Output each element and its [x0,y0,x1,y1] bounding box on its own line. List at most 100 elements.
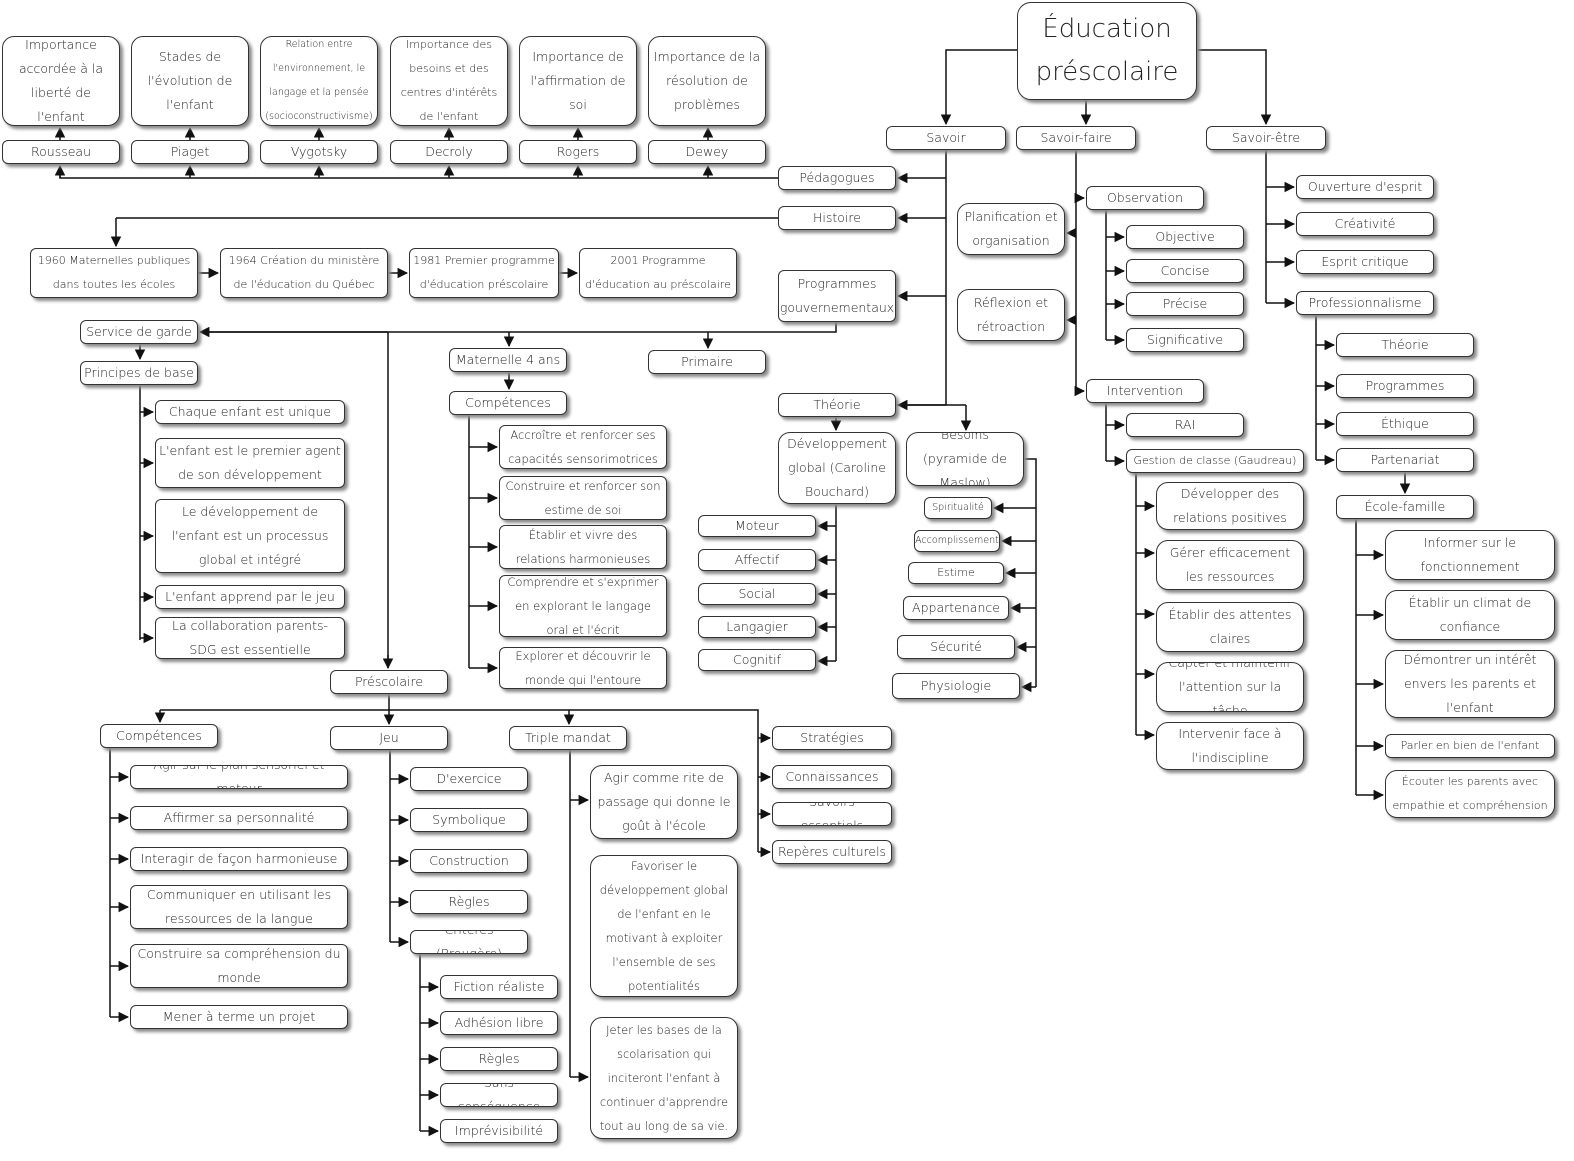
node-savoir-etre[interactable]: Savoir-être [1206,126,1326,150]
node-pf-ethique[interactable]: Éthique [1336,412,1474,436]
node-pr2[interactable]: L'enfant est le premier agent de son dév… [155,438,345,488]
node-j1[interactable]: D'exercice [410,767,528,791]
node-b2[interactable]: Accomplissement [914,530,1000,552]
node-observation[interactable]: Observation [1086,186,1204,210]
node-gestion[interactable]: Gestion de classe (Gaudreau) [1126,449,1304,473]
node-professionnalisme[interactable]: Professionnalisme [1296,291,1434,315]
node-partenariat[interactable]: Partenariat [1336,448,1474,472]
node-ef2[interactable]: Établir un climat de confiance [1385,590,1555,640]
node-pr4[interactable]: L'enfant apprend par le jeu [155,585,345,609]
node-p-vygotsky-idea[interactable]: Relation entre l'environnement, le langa… [260,36,378,126]
node-pr3[interactable]: Le développement de l'enfant est un proc… [155,499,345,573]
node-rogers[interactable]: Rogers [519,140,637,164]
node-tm1[interactable]: Agir comme rite de passage qui donne le … [590,765,738,839]
node-pc6[interactable]: Mener à terme un projet [130,1005,348,1029]
node-b1[interactable]: Spiritualité [924,497,992,519]
node-pc2[interactable]: Affirmer sa personnalité [130,806,348,830]
node-g2[interactable]: Gérer efficacement les ressources [1156,540,1304,590]
node-c3[interactable]: Règles [440,1047,558,1071]
node-pc5[interactable]: Construire sa compréhension du monde [130,944,348,988]
node-ef3[interactable]: Démontrer un intérêt envers les parents … [1385,650,1555,718]
node-p-rogers-idea[interactable]: Importance de l'affirmation de soi [519,36,637,126]
node-j2[interactable]: Symbolique [410,808,528,832]
node-prescolaire[interactable]: Préscolaire [330,670,448,694]
node-p-decroly-idea[interactable]: Importance des besoins et des centres d'… [390,36,508,126]
node-root[interactable]: Éducation préscolaire [1017,2,1197,100]
node-pr5[interactable]: La collaboration parents-SDG est essenti… [155,617,345,659]
node-ef5[interactable]: Écouter les parents avec empathie et com… [1385,770,1555,818]
node-h1964[interactable]: 1964 Création du ministère de l'éducatio… [220,248,388,298]
node-h2001[interactable]: 2001 Programme d'éducation au préscolair… [579,248,737,298]
node-d3[interactable]: Social [698,583,816,605]
node-maternelle4[interactable]: Maternelle 4 ans [449,348,567,372]
node-b4[interactable]: Appartenance [903,596,1009,620]
node-tm2[interactable]: Favoriser le développement global de l'e… [590,855,738,997]
node-j3[interactable]: Construction [410,849,528,873]
node-pedagogues[interactable]: Pédagogues [778,166,896,190]
node-primaire[interactable]: Primaire [648,350,766,374]
node-g1[interactable]: Développer des relations positives [1156,482,1304,530]
node-o3[interactable]: Précise [1126,292,1244,316]
node-service-garde[interactable]: Service de garde [80,320,198,344]
node-pr1[interactable]: Chaque enfant est unique [155,400,345,424]
node-mc4[interactable]: Comprendre et s'exprimer en explorant le… [499,575,667,637]
node-pc1[interactable]: Agir sur le plan sensoriel et moteur [130,765,348,789]
node-triple-mandat[interactable]: Triple mandat [509,726,627,750]
node-mc5[interactable]: Explorer et découvrir le monde qui l'ent… [499,647,667,689]
node-c2[interactable]: Adhésion libre [440,1011,558,1035]
node-reperes[interactable]: Repères culturels [772,840,892,864]
node-g4[interactable]: Capter et maintenir l'attention sur la t… [1156,662,1304,712]
node-d4[interactable]: Langagier [698,616,816,638]
node-decroly[interactable]: Decroly [390,140,508,164]
node-jeu[interactable]: Jeu [330,726,448,750]
node-dewey[interactable]: Dewey [648,140,766,164]
node-connaissances[interactable]: Connaissances [772,765,892,789]
node-dev-global[interactable]: Développement global (Caroline Bouchard) [778,432,896,504]
node-pc3[interactable]: Interagir de façon harmonieuse [130,847,348,871]
node-rai[interactable]: RAI [1126,413,1244,437]
node-b3[interactable]: Estime [908,562,1004,584]
node-d1[interactable]: Moteur [698,515,816,537]
node-o4[interactable]: Significative [1126,328,1244,352]
node-ef4[interactable]: Parler en bien de l'enfant [1385,734,1555,758]
node-ef1[interactable]: Informer sur le fonctionnement [1385,530,1555,580]
node-programmes-gouv[interactable]: Programmes gouvernementaux [778,270,896,322]
node-d5[interactable]: Cognitif [698,649,816,671]
node-esprit-critique[interactable]: Esprit critique [1296,250,1434,274]
node-o2[interactable]: Concise [1126,259,1244,283]
node-pf-theorie[interactable]: Théorie [1336,333,1474,357]
node-o1[interactable]: Objective [1126,225,1244,249]
node-theorie[interactable]: Théorie [778,393,896,417]
node-mc2[interactable]: Construire et renforcer son estime de so… [499,476,667,520]
node-p-dewey-idea[interactable]: Importance de la résolution de problèmes [648,36,766,126]
node-savoir-faire[interactable]: Savoir-faire [1016,126,1136,150]
node-d2[interactable]: Affectif [698,549,816,571]
node-ecole-famille[interactable]: École-famille [1336,495,1474,519]
node-intervention[interactable]: Intervention [1086,379,1204,403]
node-savoirs-essentiels[interactable]: Savoirs essentiels [772,802,892,826]
node-g3[interactable]: Établir des attentes claires [1156,602,1304,652]
node-c1[interactable]: Fiction réaliste [440,975,558,999]
node-m-competences[interactable]: Compétences [449,391,567,415]
node-pc4[interactable]: Communiquer en utilisant les ressources … [130,885,348,929]
node-pf-programmes[interactable]: Programmes [1336,374,1474,398]
node-strategies[interactable]: Stratégies [772,726,892,750]
node-p-competences[interactable]: Compétences [100,724,218,748]
node-b5[interactable]: Sécurité [897,635,1015,659]
node-h1960[interactable]: 1960 Maternelles publiques dans toutes l… [30,248,198,298]
node-tm3[interactable]: Jeter les bases de la scolarisation qui … [590,1017,738,1139]
node-h1981[interactable]: 1981 Premier programme d'éducation présc… [409,248,559,298]
node-c4[interactable]: Sans conséquence [440,1083,558,1107]
node-histoire[interactable]: Histoire [778,206,896,230]
node-mc3[interactable]: Établir et vivre des relations harmonieu… [499,525,667,569]
node-b6[interactable]: Physiologie [892,673,1020,699]
node-rousseau[interactable]: Rousseau [2,140,120,164]
node-p-piaget-idea[interactable]: Stades de l'évolution de l'enfant [131,36,249,126]
node-criteres[interactable]: Critères (Brougère) [410,930,528,954]
node-savoir[interactable]: Savoir [886,126,1006,150]
node-j4[interactable]: Règles [410,890,528,914]
node-besoins[interactable]: Besoins (pyramide de Maslow) [906,432,1024,486]
node-planification[interactable]: Planification et organisation [957,203,1065,255]
node-reflexion[interactable]: Réflexion et rétroaction [957,289,1065,341]
node-piaget[interactable]: Piaget [131,140,249,164]
